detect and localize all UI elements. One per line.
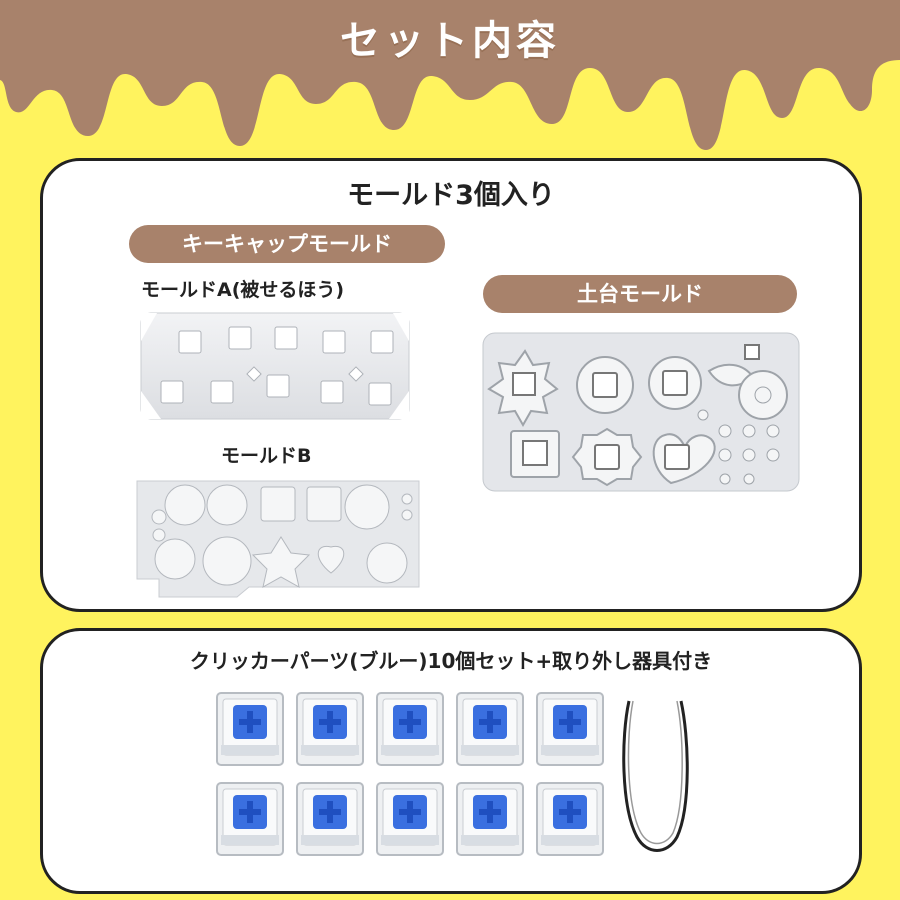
- base-mold-image: [482, 332, 800, 492]
- clicker-switch: [375, 691, 445, 767]
- mold-a-label: モールドA(被せるほう): [141, 279, 345, 301]
- molds-panel: モールド3個入り キーキャップモールド モールドA(被せるほう) モールドB: [40, 158, 862, 612]
- clicker-switch: [215, 691, 285, 767]
- page-title: セット内容: [340, 18, 560, 64]
- clicker-switch: [295, 691, 365, 767]
- molds-heading: モールド3個入り: [347, 180, 555, 211]
- clicker-heading: クリッカーパーツ(ブルー)10個セット+取り外し器具付き: [189, 649, 713, 673]
- base-mold-label: 土台モールド: [483, 275, 797, 313]
- clicker-switch: [455, 781, 525, 857]
- clicker-panel: クリッカーパーツ(ブルー)10個セット+取り外し器具付き: [40, 628, 862, 894]
- mold-a-image: [140, 312, 410, 420]
- removal-tool-image: [622, 700, 689, 852]
- clicker-switch: [535, 781, 605, 857]
- clicker-switch: [535, 691, 605, 767]
- mold-b-image: [136, 480, 420, 598]
- clicker-switch: [455, 691, 525, 767]
- mold-b-label: モールドB: [221, 445, 312, 467]
- keycap-mold-label: キーキャップモールド: [129, 225, 445, 263]
- chocolate-drip-banner: [0, 0, 900, 150]
- clicker-switch: [215, 781, 285, 857]
- clicker-switch: [375, 781, 445, 857]
- clicker-switch: [295, 781, 365, 857]
